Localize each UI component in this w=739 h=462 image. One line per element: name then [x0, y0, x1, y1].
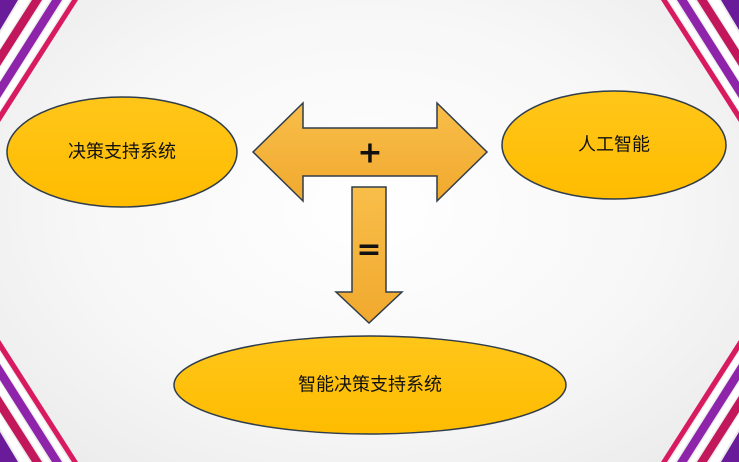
node-dss: 决策支持系统: [6, 96, 238, 208]
corner-stripes-top-left: [0, 0, 78, 122]
node-dss-ellipse: [6, 96, 238, 208]
node-result-label: 智能决策支持系统: [298, 375, 442, 396]
node-result-ellipse: [173, 335, 567, 435]
node-ai: 人工智能: [501, 90, 727, 200]
equals-sign: =: [356, 233, 381, 268]
double-arrow-horizontal: [251, 101, 489, 203]
arrow-down: [334, 186, 404, 325]
node-dss-label: 决策支持系统: [68, 142, 176, 163]
corner-stripes-bottom-right: [661, 340, 739, 462]
plus-sign: +: [357, 136, 382, 171]
node-ai-label: 人工智能: [578, 135, 650, 156]
corner-stripes-top-right: [661, 0, 739, 122]
node-ai-ellipse: [501, 90, 727, 200]
corner-stripes-bottom-left: [0, 340, 78, 462]
node-result: 智能决策支持系统: [173, 335, 567, 435]
